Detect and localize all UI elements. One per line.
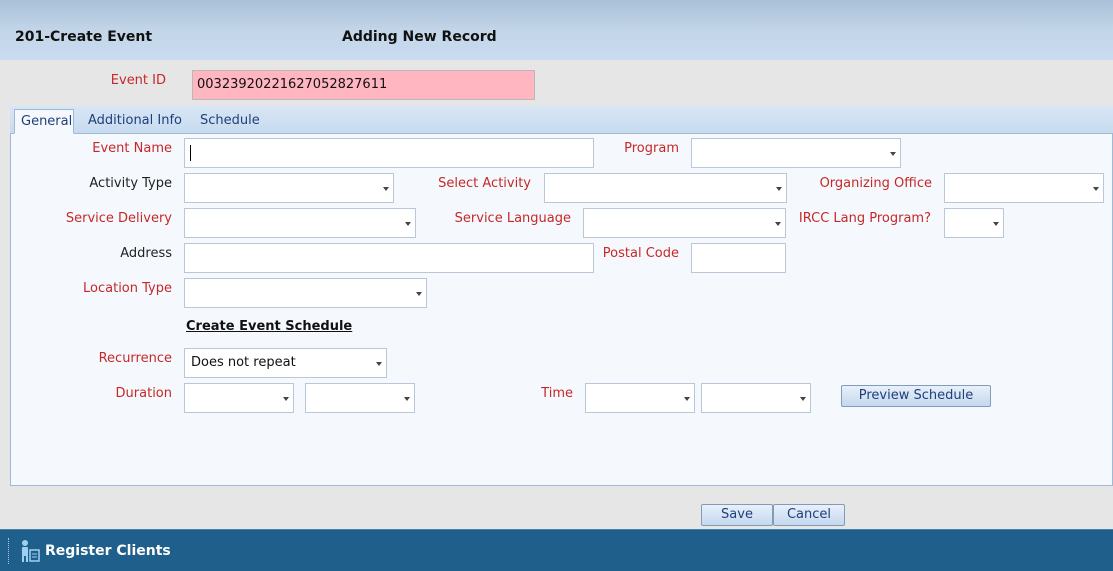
- postal-code-input[interactable]: [691, 243, 786, 273]
- chevron-down-icon: [376, 362, 382, 366]
- duration-unit-dropdown[interactable]: [305, 383, 415, 413]
- organizing-office-dropdown[interactable]: [944, 173, 1104, 203]
- event-id-label: Event ID: [110, 73, 166, 88]
- event-name-label: Event Name: [92, 141, 172, 156]
- page-title: 201-Create Event: [15, 29, 153, 45]
- tab-additional-info[interactable]: Additional Info: [88, 113, 182, 128]
- window-header: 201-Create Event Adding New Record: [0, 0, 1113, 60]
- event-id-field[interactable]: 003239202216270528276​11: [192, 70, 535, 100]
- duration-label: Duration: [115, 386, 172, 401]
- preview-schedule-button[interactable]: Preview Schedule: [841, 385, 991, 407]
- organizing-office-label: Organizing Office: [819, 176, 932, 191]
- chevron-down-icon: [684, 397, 690, 401]
- activity-type-label: Activity Type: [89, 176, 172, 191]
- footer-separator: [8, 538, 10, 564]
- chevron-down-icon: [283, 397, 289, 401]
- address-label: Address: [120, 246, 172, 261]
- service-delivery-label: Service Delivery: [65, 211, 172, 226]
- chevron-down-icon: [416, 292, 422, 296]
- recurrence-label: Recurrence: [98, 351, 172, 366]
- location-type-dropdown[interactable]: [184, 278, 427, 308]
- save-button[interactable]: Save: [701, 504, 773, 526]
- service-language-dropdown[interactable]: [583, 208, 786, 238]
- chevron-down-icon: [800, 397, 806, 401]
- chevron-down-icon: [776, 187, 782, 191]
- address-input[interactable]: [184, 243, 594, 273]
- select-activity-label: Select Activity: [438, 176, 531, 191]
- location-type-label: Location Type: [83, 281, 172, 296]
- service-delivery-dropdown[interactable]: [184, 208, 416, 238]
- service-language-label: Service Language: [454, 211, 571, 226]
- program-dropdown[interactable]: [691, 138, 901, 168]
- duration-amount-dropdown[interactable]: [184, 383, 294, 413]
- tab-schedule[interactable]: Schedule: [200, 113, 260, 128]
- record-mode: Adding New Record: [342, 29, 497, 45]
- chevron-down-icon: [405, 222, 411, 226]
- ircc-lang-program-dropdown[interactable]: [944, 208, 1004, 238]
- activity-type-dropdown[interactable]: [184, 173, 394, 203]
- chevron-down-icon: [775, 222, 781, 226]
- tab-bar: General Additional Info Schedule: [10, 106, 1113, 134]
- postal-code-label: Postal Code: [602, 246, 679, 261]
- cancel-button[interactable]: Cancel: [773, 504, 845, 526]
- chevron-down-icon: [383, 187, 389, 191]
- register-clients-icon[interactable]: [17, 538, 41, 564]
- time-label: Time: [541, 386, 573, 401]
- time-end-dropdown[interactable]: [701, 383, 811, 413]
- chevron-down-icon: [404, 397, 410, 401]
- footer-bar: Register Clients: [0, 529, 1113, 571]
- ircc-lang-program-label: IRCC Lang Program?: [798, 211, 931, 226]
- event-name-input[interactable]: [184, 138, 594, 168]
- select-activity-dropdown[interactable]: [544, 173, 787, 203]
- recurrence-dropdown[interactable]: Does not repeat: [184, 348, 387, 378]
- chevron-down-icon: [890, 152, 896, 156]
- create-event-schedule-link[interactable]: Create Event Schedule: [186, 319, 353, 334]
- chevron-down-icon: [1093, 187, 1099, 191]
- time-start-dropdown[interactable]: [585, 383, 695, 413]
- program-label: Program: [624, 141, 679, 156]
- tab-general[interactable]: General: [14, 109, 74, 134]
- register-clients-label[interactable]: Register Clients: [45, 543, 171, 559]
- text-cursor: [190, 145, 191, 161]
- chevron-down-icon: [993, 222, 999, 226]
